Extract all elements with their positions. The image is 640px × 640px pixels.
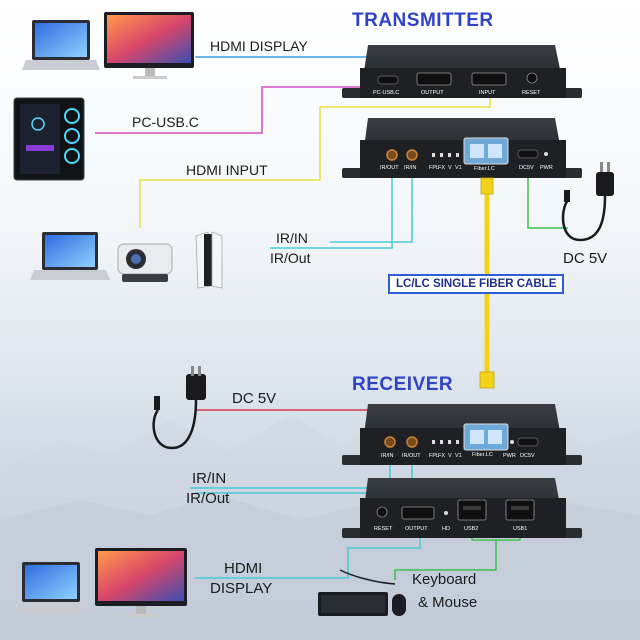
usb-line-2 [394, 540, 497, 580]
projector-icon [117, 243, 173, 282]
hdmi-display-label-top: HDMI DISPLAY [210, 38, 308, 54]
dc5v-label-top: DC 5V [563, 250, 608, 267]
ir-out-label-bottom: IR/Out [186, 490, 230, 507]
receiver-header: RECEIVER [352, 374, 454, 395]
port-label-rx-reset: RESET [374, 526, 393, 532]
hdmi-label-bottom: HDMI [224, 560, 263, 577]
monitor-icon-bottom [95, 548, 187, 617]
fiber-cable-label: LC/LC SINGLE FIBER CABLE [388, 274, 565, 294]
mouse-label: & Mouse [418, 594, 478, 611]
power-adapter-icon-bottom [152, 366, 206, 450]
port-label-rx-hd: HD [442, 526, 450, 532]
ir-line-top-in [330, 162, 413, 243]
port-label-rx-pwr: PWR [503, 453, 516, 459]
hdmi-input-label: HDMI INPUT [186, 162, 268, 178]
port-label-tx-pwr: PWR [540, 165, 553, 171]
receiver-unit-top [342, 404, 582, 465]
port-label-rx-dc5v: DC5V [520, 453, 535, 459]
ir-out-label-top: IR/Out [270, 250, 311, 266]
laptop-icon-middle [30, 232, 110, 280]
port-label-rx-ir-in: IR/IN [381, 453, 394, 459]
port-label-tx-fiber-lc: Fiber.LC [474, 166, 495, 172]
pc-tower-icon [13, 97, 85, 181]
fiber-connector-top [480, 177, 494, 195]
port-label-rx-usb2: USB2 [464, 526, 479, 532]
port-label-tx-reset: RESET [522, 90, 541, 96]
port-label-tx-pc-usbc: PC-USB.C [373, 90, 400, 96]
hdmi-display-line-bottom [195, 530, 421, 579]
port-label-rx-ir-out: IR/OUT [402, 453, 421, 459]
keyboard-icon [318, 592, 388, 616]
power-adapter-icon-top [561, 162, 614, 242]
port-label-tx-ir-in: IR/IN [404, 165, 417, 171]
ir-in-label-top: IR/IN [276, 230, 308, 246]
fiber-connector-bottom [479, 371, 495, 389]
transmitter-unit-bottom [342, 118, 582, 178]
receiver-unit-bottom [342, 478, 582, 538]
dc5v-label-bottom: DC 5V [232, 390, 277, 407]
laptop-icon-top [22, 20, 100, 70]
transmitter-unit-top [342, 45, 582, 98]
port-label-tx-dc5v: DC5V [519, 165, 534, 171]
transmitter-header: TRANSMITTER [352, 10, 494, 31]
port-label-rx-fiber-lc: Fiber.LC [472, 452, 493, 458]
port-label-tx-input: INPUT [479, 90, 496, 96]
mouse-icon [339, 569, 406, 616]
port-label-tx-v: V [448, 165, 452, 171]
display-label-bottom: DISPLAY [210, 580, 273, 597]
game-console-icon [195, 231, 223, 289]
port-label-rx-v: V [448, 453, 452, 459]
keyboard-label: Keyboard [412, 571, 477, 588]
pc-usbc-label: PC-USB.C [132, 114, 199, 130]
hdmi-input-line [139, 80, 491, 228]
port-label-rx-v1: V1 [455, 453, 462, 459]
port-label-tx-fx: FX [438, 165, 446, 171]
port-label-tx-fpl: FPL [429, 165, 440, 171]
dc5v-line-top [527, 162, 568, 229]
ir-in-label-bottom: IR/IN [192, 470, 227, 487]
port-label-tx-output: OUTPUT [421, 90, 444, 96]
port-label-tx-v1: V1 [455, 165, 462, 171]
port-label-tx-ir-out: IR/OUT [380, 165, 399, 171]
monitor-icon-top [104, 12, 194, 79]
laptop-icon-bottom [12, 562, 90, 612]
port-label-rx-fpl: FPL [429, 453, 440, 459]
port-label-rx-fx: FX [438, 453, 446, 459]
port-label-rx-usb1: USB1 [513, 526, 528, 532]
port-label-rx-output: OUTPUT [405, 526, 428, 532]
ir-line-top-out [270, 162, 393, 249]
